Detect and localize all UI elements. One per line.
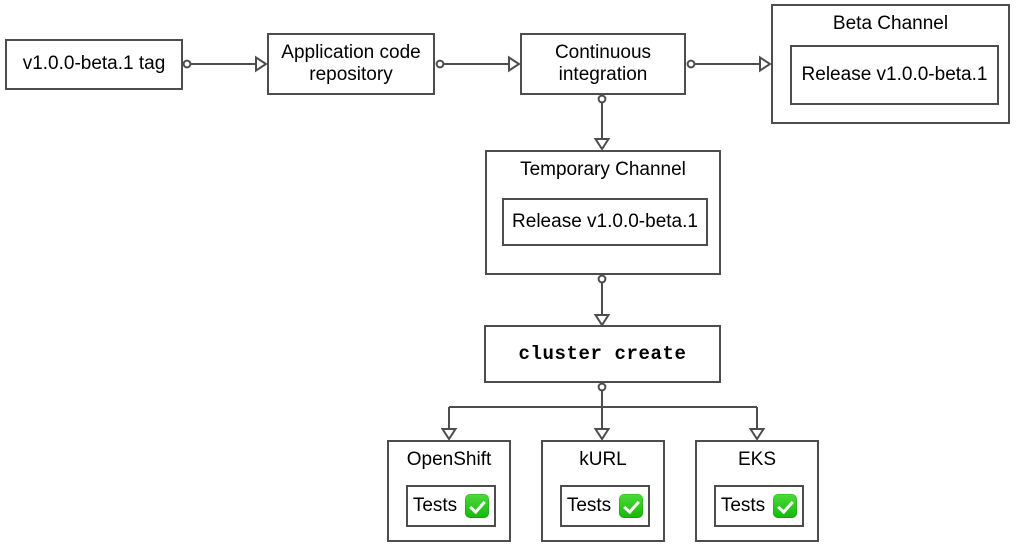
edge-repo-to-ci bbox=[435, 55, 521, 73]
edge-tag-to-repo bbox=[182, 55, 268, 73]
edge-ci-to-temporary-channel bbox=[593, 94, 611, 151]
node-beta-channel-release[interactable]: Release v1.0.0-beta.1 bbox=[790, 45, 999, 105]
node-tag-label: v1.0.0-beta.1 tag bbox=[22, 53, 166, 75]
node-beta-channel-title: Beta Channel bbox=[832, 13, 949, 34]
node-cluster-create[interactable]: cluster create bbox=[484, 325, 721, 383]
node-kurl-tests[interactable]: Tests bbox=[560, 485, 650, 527]
node-eks[interactable]: EKS Tests bbox=[695, 440, 819, 542]
node-beta-channel[interactable]: Beta Channel Release v1.0.0-beta.1 bbox=[771, 4, 1010, 124]
node-continuous-integration-label: Continuous integration bbox=[554, 41, 652, 85]
node-continuous-integration[interactable]: Continuous integration bbox=[520, 33, 686, 95]
node-kurl[interactable]: kURL Tests bbox=[541, 440, 665, 542]
check-mark-button-icon bbox=[465, 494, 490, 518]
node-openshift-title: OpenShift bbox=[406, 449, 492, 470]
check-mark-button-icon bbox=[773, 494, 798, 518]
edge-temporary-channel-to-cluster-create bbox=[593, 274, 611, 327]
node-temporary-channel-release[interactable]: Release v1.0.0-beta.1 bbox=[502, 198, 708, 246]
node-temporary-channel-title: Temporary Channel bbox=[520, 159, 686, 180]
node-eks-tests-label: Tests bbox=[720, 494, 766, 516]
node-kurl-title: kURL bbox=[579, 449, 627, 470]
node-openshift[interactable]: OpenShift Tests bbox=[387, 440, 511, 542]
node-kurl-tests-label: Tests bbox=[566, 494, 612, 516]
edge-ci-to-beta-channel bbox=[686, 55, 772, 73]
node-eks-tests[interactable]: Tests bbox=[714, 485, 804, 527]
edge-cluster-create-branch bbox=[440, 382, 766, 441]
node-application-code-repository-label: Application code repository bbox=[281, 41, 421, 85]
node-tag[interactable]: v1.0.0-beta.1 tag bbox=[5, 39, 183, 90]
check-mark-button-icon bbox=[619, 494, 644, 518]
node-cluster-create-label: cluster create bbox=[518, 342, 687, 365]
node-beta-channel-release-label: Release v1.0.0-beta.1 bbox=[801, 63, 988, 85]
node-application-code-repository[interactable]: Application code repository bbox=[267, 33, 435, 95]
node-openshift-tests-label: Tests bbox=[412, 494, 458, 516]
node-openshift-tests[interactable]: Tests bbox=[406, 485, 496, 527]
node-eks-title: EKS bbox=[737, 449, 777, 470]
node-temporary-channel-release-label: Release v1.0.0-beta.1 bbox=[512, 210, 698, 232]
node-temporary-channel[interactable]: Temporary Channel Release v1.0.0-beta.1 bbox=[485, 150, 721, 275]
